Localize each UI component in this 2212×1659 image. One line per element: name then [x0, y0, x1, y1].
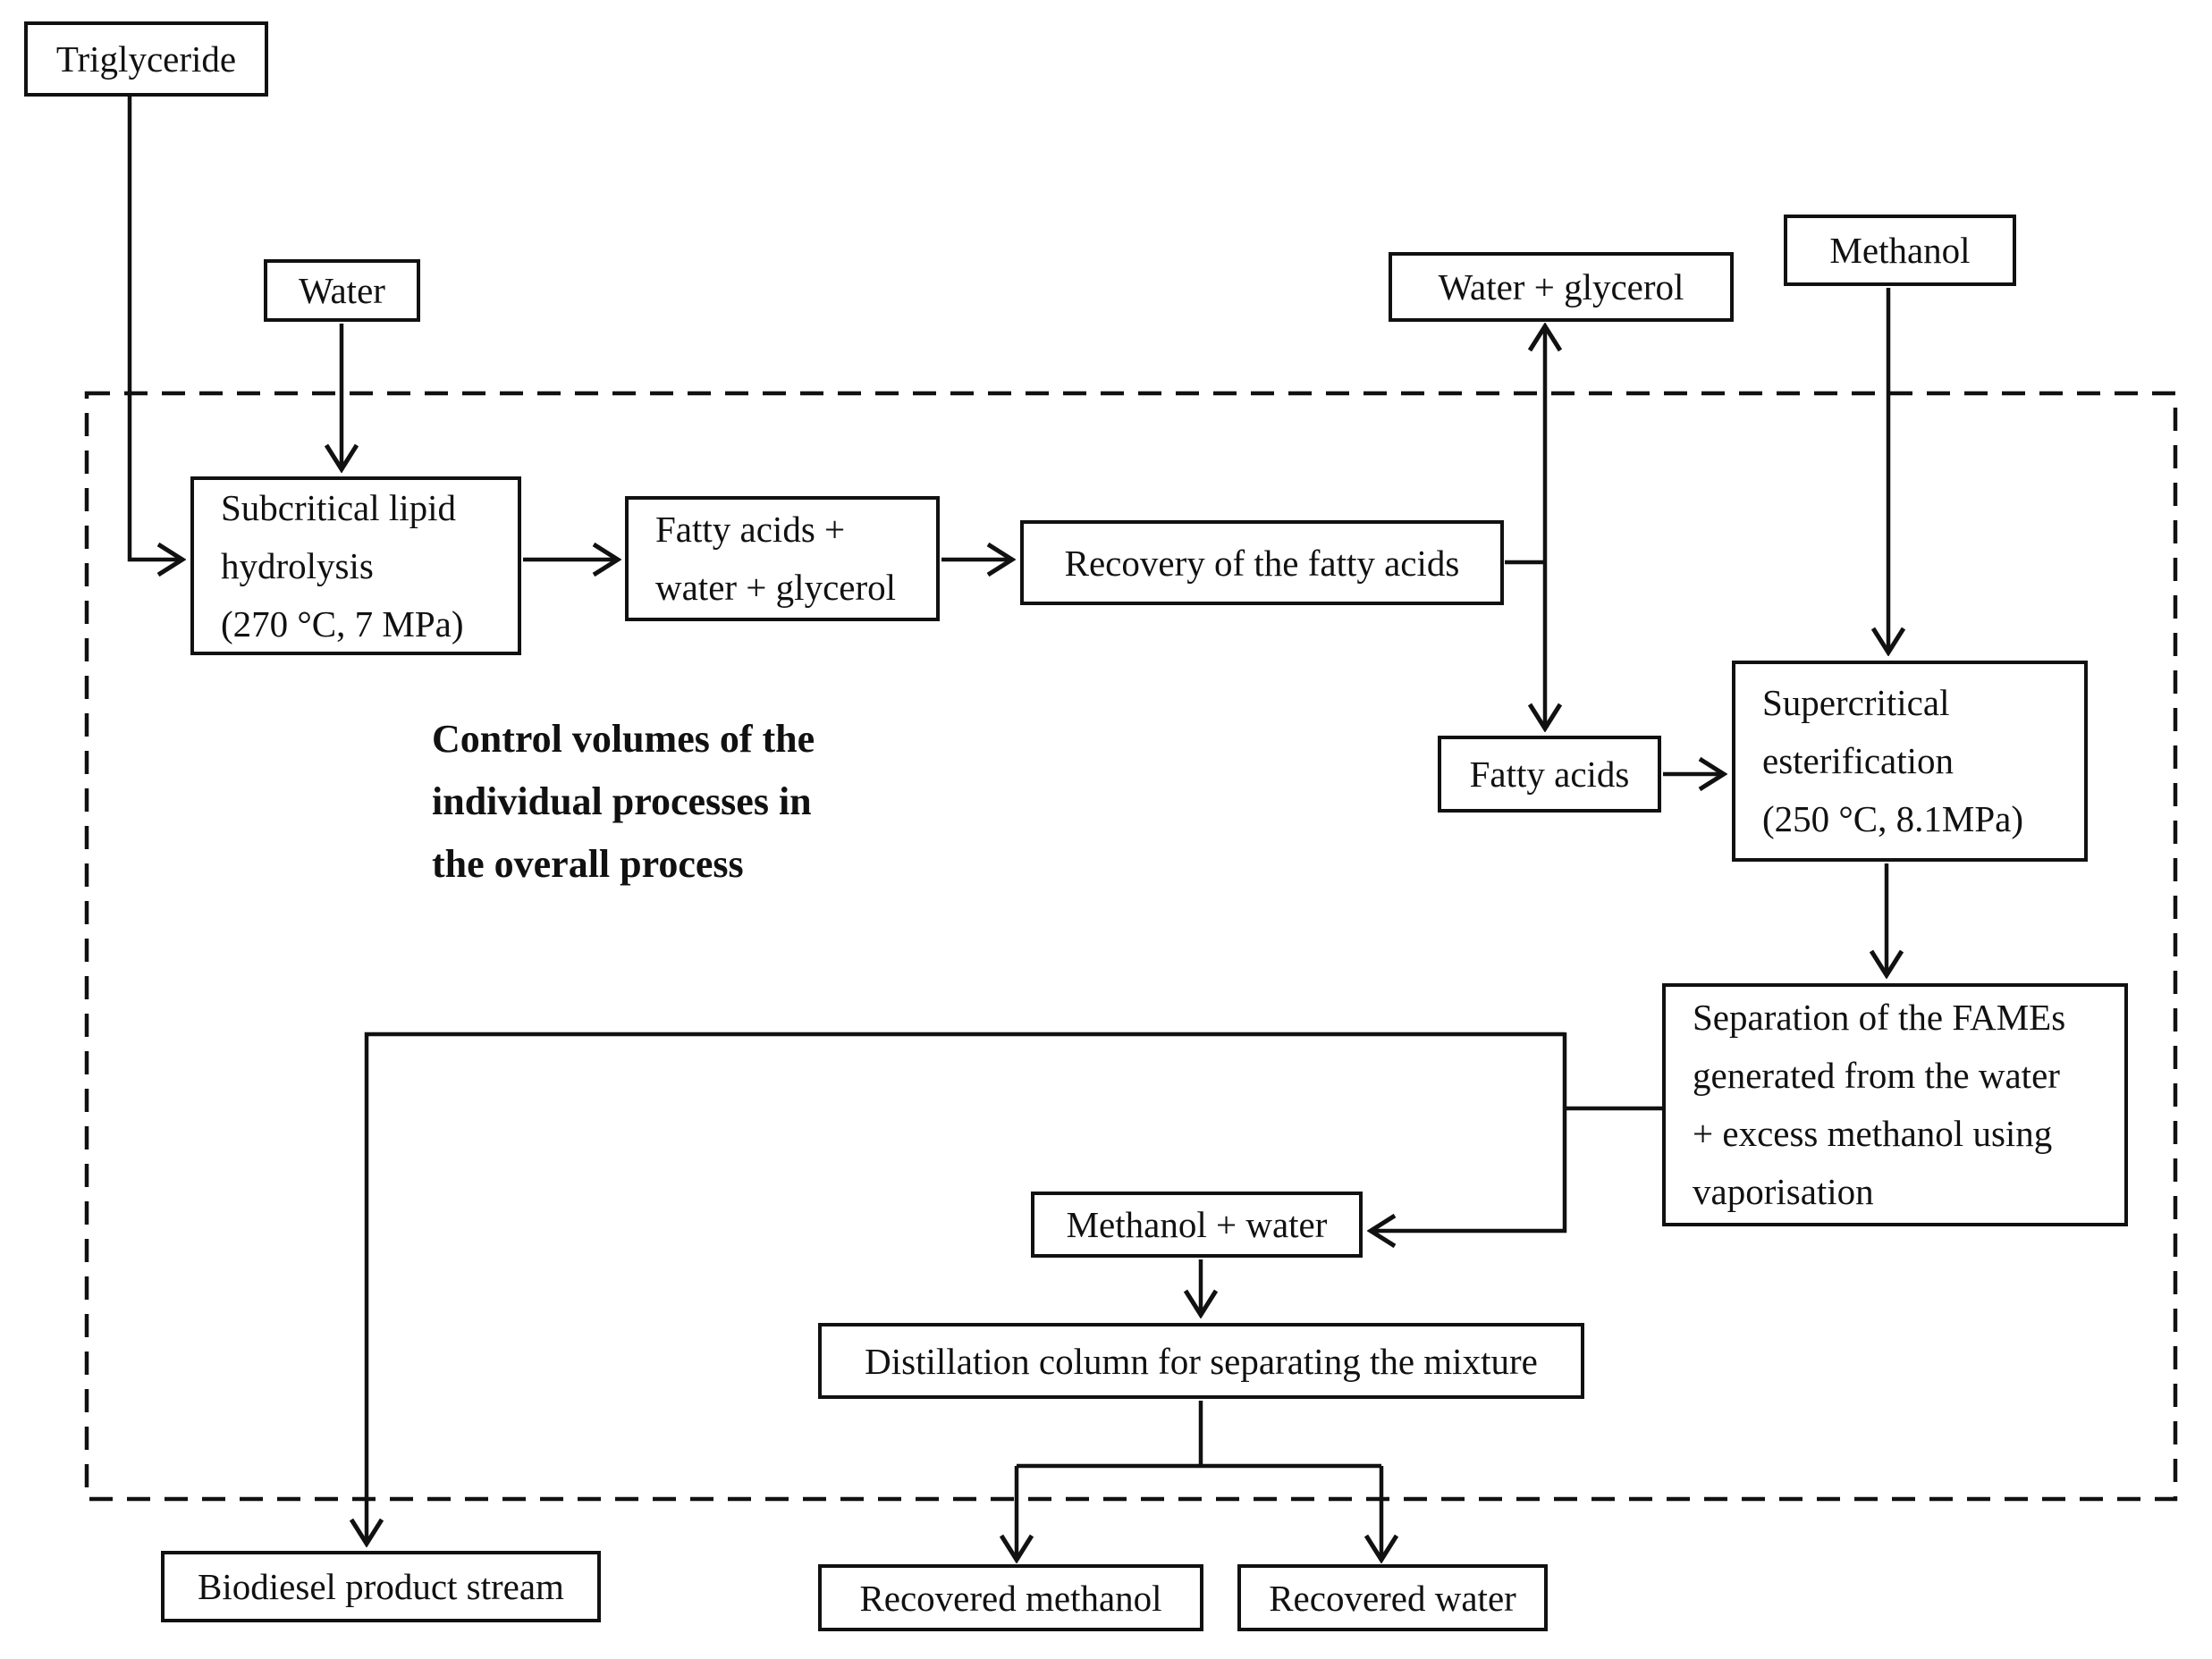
node-label-line: (250 °C, 8.1MPa) [1762, 798, 2024, 839]
edge-separation-to-biodiesel [367, 1032, 1565, 1543]
node-label-line: hydrolysis [221, 544, 374, 586]
node-methanol: Methanol [1784, 215, 2016, 286]
edge-riser-to-methanol-water [1372, 1032, 1567, 1231]
node-label: Water [299, 270, 385, 311]
node-label-line: generated from the water [1693, 1055, 2060, 1096]
node-label-line: Subcritical lipid [221, 486, 457, 528]
node-label: Water + glycerol [1438, 266, 1684, 307]
node-label: Fatty acids [1469, 754, 1630, 795]
diagram-caption: Control volumes of the individual proces… [432, 708, 815, 896]
node-label: Recovered water [1269, 1577, 1516, 1619]
node-label-line: (270 °C, 7 MPa) [221, 602, 464, 644]
node-label: Methanol [1829, 230, 1971, 271]
node-recovered-water: Recovered water [1237, 1564, 1548, 1631]
node-label: Triglyceride [55, 38, 237, 80]
caption-line: individual processes in [432, 779, 812, 823]
node-fatty-acids-water-glycerol: Fatty acids + water + glycerol [625, 496, 940, 621]
node-label-line: vaporisation [1693, 1171, 1874, 1212]
node-label-line: water + glycerol [655, 567, 897, 608]
node-label-line: Supercritical [1762, 682, 1950, 723]
node-label-line: Separation of the FAMEs [1693, 997, 2066, 1038]
node-water: Water [264, 259, 420, 322]
node-triglyceride: Triglyceride [24, 21, 268, 97]
edge-triglyceride-to-hydrolysis [127, 97, 182, 560]
node-label-line: esterification [1762, 740, 1954, 781]
node-distillation-column: Distillation column for separating the m… [818, 1323, 1584, 1399]
node-label-line: Fatty acids + [655, 509, 846, 550]
node-separation-fames: Separation of the FAMEs generated from t… [1662, 983, 2128, 1226]
node-label: Methanol + water [1066, 1204, 1328, 1245]
node-label: Recovery of the fatty acids [1064, 542, 1460, 584]
caption-line: the overall process [432, 842, 744, 886]
node-fatty-acids: Fatty acids [1438, 736, 1661, 813]
node-water-glycerol: Water + glycerol [1389, 252, 1734, 322]
node-subcritical-hydrolysis: Subcritical lipid hydrolysis (270 °C, 7 … [190, 476, 521, 655]
node-label: Biodiesel product stream [198, 1566, 564, 1607]
node-supercritical-esterification: Supercritical esterification (250 °C, 8.… [1732, 661, 2088, 862]
node-recovery-fatty-acids: Recovery of the fatty acids [1020, 520, 1504, 605]
node-label: Recovered methanol [859, 1577, 1162, 1619]
control-volume-boundary [84, 391, 2178, 1502]
node-biodiesel-product: Biodiesel product stream [161, 1551, 601, 1622]
node-recovered-methanol: Recovered methanol [818, 1564, 1203, 1631]
node-label-line: + excess methanol using [1693, 1113, 2053, 1154]
node-methanol-water: Methanol + water [1031, 1192, 1363, 1258]
node-label: Distillation column for separating the m… [865, 1340, 1538, 1382]
caption-line: Control volumes of the [432, 717, 815, 761]
